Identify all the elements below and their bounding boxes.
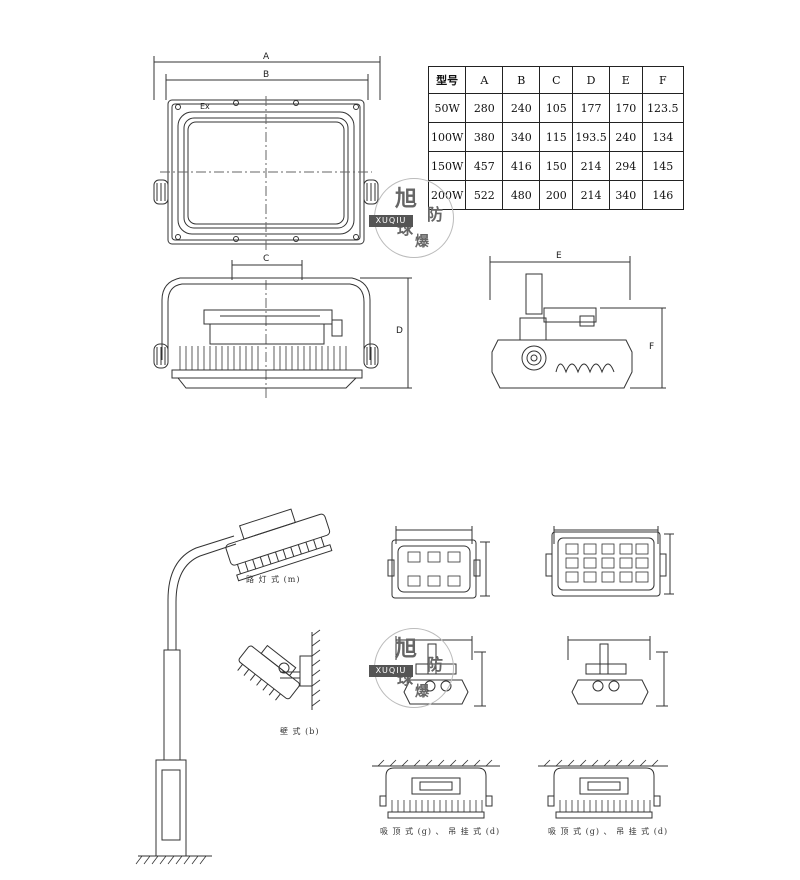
cell-c: 200 <box>539 180 574 210</box>
top-view <box>153 56 381 250</box>
cell-f: 123.5 <box>641 93 684 123</box>
ceiling-mount-right-view <box>538 759 668 819</box>
table-row: 100W 380 340 115 193.5 240 134 <box>427 122 684 152</box>
ex-mark: Ex <box>200 102 210 111</box>
cell-f: 145 <box>641 151 684 181</box>
cell-model: 100W <box>427 122 467 152</box>
dim-label-b: B <box>263 70 270 80</box>
header-d: D <box>572 66 610 94</box>
cell-e: 170 <box>608 93 643 123</box>
pole-mount-view <box>135 508 333 865</box>
cell-b: 480 <box>502 180 541 210</box>
cell-b: 416 <box>502 151 541 181</box>
watermark-char: 旭 <box>395 636 418 662</box>
header-a: A <box>465 66 504 94</box>
front-view <box>153 260 412 400</box>
watermark-text: XUQIU <box>369 665 413 677</box>
watermark-char: 防 <box>427 655 444 674</box>
cell-c: 105 <box>539 93 574 123</box>
cell-a: 457 <box>465 151 504 181</box>
watermark-char: 防 <box>427 205 444 224</box>
cell-e: 240 <box>608 122 643 152</box>
spec-table: 型号 A B C D E F 50W 280 240 105 177 170 1… <box>427 66 684 210</box>
cell-b: 240 <box>502 93 541 123</box>
dim-label-f: F <box>649 342 655 352</box>
cell-a: 380 <box>465 122 504 152</box>
cell-d: 177 <box>572 93 610 123</box>
cell-b: 340 <box>502 122 541 152</box>
watermark-char: 旭 <box>395 186 418 212</box>
cell-d: 214 <box>572 180 610 210</box>
caption-pole-mount: 路 灯 式 (m) <box>246 575 301 584</box>
cell-d: 214 <box>572 151 610 181</box>
caption-wall-mount: 壁 式 (b) <box>280 727 320 736</box>
watermark-seal: 旭 球 防 爆 XUQIU <box>369 628 454 708</box>
dim-label-d: D <box>396 326 403 336</box>
table-row: 200W 522 480 200 214 340 146 <box>427 180 684 210</box>
cell-f: 134 <box>641 122 684 152</box>
header-b: B <box>502 66 541 94</box>
dim-label-e: E <box>556 251 562 261</box>
dim-label-c: C <box>263 254 270 264</box>
cell-a: 280 <box>465 93 504 123</box>
spec-table-header: 型号 A B C D E F <box>427 66 684 94</box>
table-row: 150W 457 416 150 214 294 145 <box>427 151 684 181</box>
cell-e: 340 <box>608 180 643 210</box>
cell-c: 150 <box>539 151 574 181</box>
cell-model: 150W <box>427 151 467 181</box>
watermark-seal: 旭 球 防 爆 XUQIU <box>369 178 454 258</box>
cell-f: 146 <box>641 180 684 210</box>
side-view <box>489 256 666 389</box>
cell-model: 50W <box>427 93 467 123</box>
ceiling-mount-left-view <box>372 759 500 819</box>
caption-ceiling-right: 吸 顶 式 (g) 、 吊 挂 式 (d) <box>548 827 669 836</box>
dim-label-a: A <box>263 52 270 62</box>
large-top-view <box>545 526 674 597</box>
caption-ceiling-left: 吸 顶 式 (g) 、 吊 挂 式 (d) <box>380 827 501 836</box>
header-model: 型号 <box>427 66 467 94</box>
cell-c: 115 <box>539 122 574 152</box>
header-c: C <box>539 66 574 94</box>
table-row: 50W 280 240 105 177 170 123.5 <box>427 93 684 123</box>
wall-mount-view <box>237 629 321 710</box>
watermark-char: 爆 <box>415 234 429 250</box>
cell-d: 193.5 <box>572 122 610 152</box>
large-side-view <box>567 636 668 707</box>
watermark-text: XUQIU <box>369 215 413 227</box>
watermark-char: 爆 <box>415 684 429 700</box>
header-e: E <box>608 66 643 94</box>
small-top-view <box>387 526 490 599</box>
header-f: F <box>641 66 684 94</box>
cell-e: 294 <box>608 151 643 181</box>
cell-a: 522 <box>465 180 504 210</box>
